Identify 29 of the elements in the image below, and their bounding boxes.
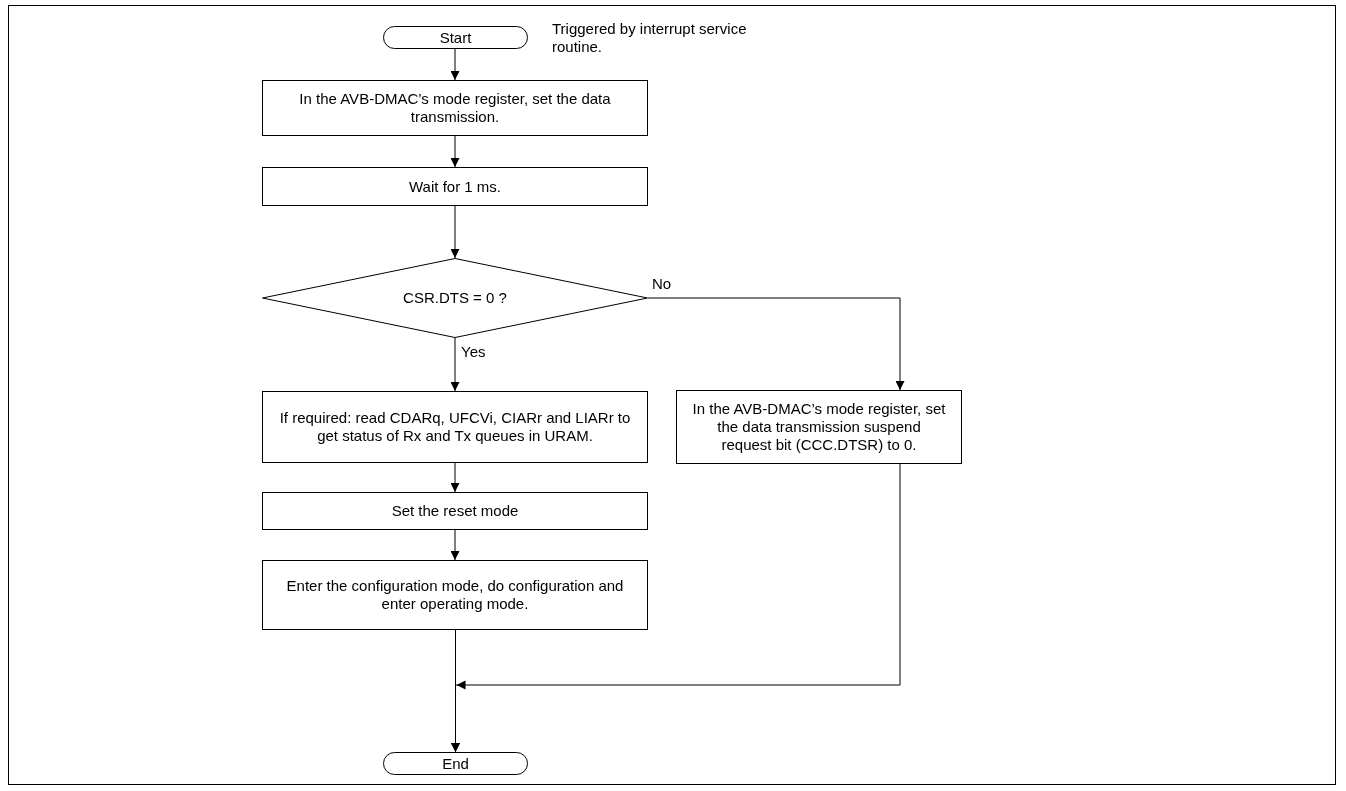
note-text: Triggered by interrupt service routine. [552,20,748,56]
arrow [647,297,905,391]
arrow [450,48,460,81]
decision-diamond [262,258,648,338]
step-text: If required: read CDARq, UFCVi, CIARr and LIARr to get status of Rx and Tx queues in URAM. [278,409,632,445]
arrow [450,529,460,561]
process-box [262,167,648,206]
arrow [450,337,460,392]
process-box [676,390,962,464]
step-text: CSR.DTS = 0 ? [402,289,508,307]
terminator-shape [383,26,528,49]
step-text: Enter the configuration mode, do configuration and enter operating mode. [285,577,625,613]
process-box [262,391,648,463]
arrow [451,463,901,753]
arrow [450,462,460,493]
step-text: Wait for 1 ms. [408,177,502,196]
step-text: Set the reset mode [390,502,520,520]
process-box [262,492,648,530]
terminator-shape [383,752,528,775]
arrow [450,135,460,168]
step-text: In the AVB-DMAC’s mode register, set the data transmission suspend request bit (CCC.DTSR) to 0. [691,400,947,454]
arrow [450,205,460,259]
step-text: End [441,754,470,773]
edge-label: Yes [461,344,486,360]
process-box [262,560,648,630]
process-box [262,80,648,136]
step-text: Start [438,28,473,47]
step-text: In the AVB-DMAC’s mode register, set the data transmission. [298,90,612,126]
edge-label: No [652,276,672,292]
